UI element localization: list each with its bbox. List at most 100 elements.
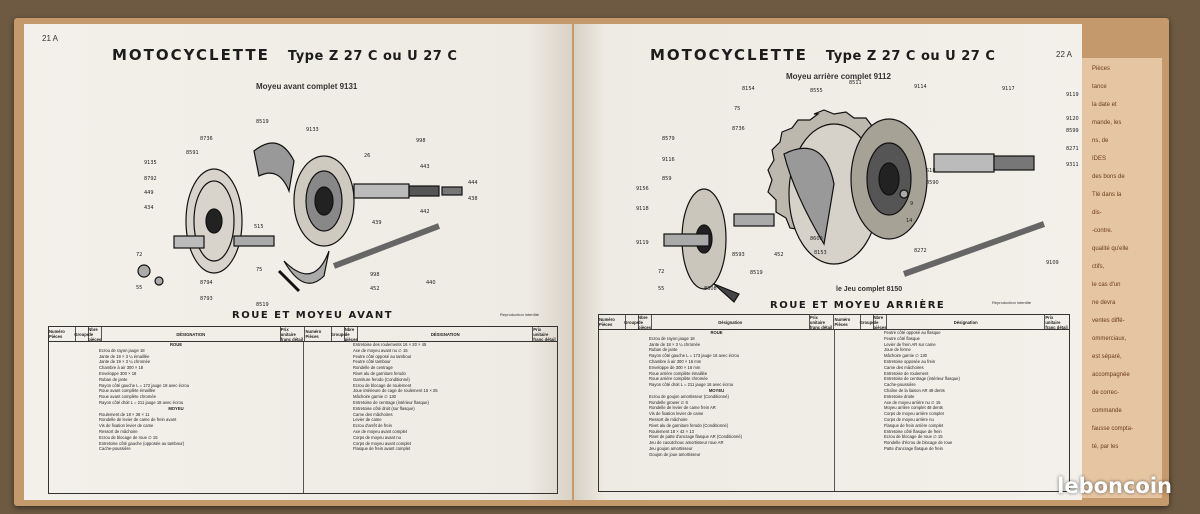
table-row: Roulement 18 × 42 × 13 — [649, 428, 694, 434]
part-label: 8519 — [256, 119, 269, 125]
table-row: Axe de moyeu avant nu ∅ 15 — [353, 347, 408, 353]
table-row: Mâchoire garnie ∅ 130 — [884, 353, 927, 359]
table-row: Chaîne de la liaison AR 48 dents — [884, 387, 945, 393]
leboncoin-watermark: leboncoin — [1057, 474, 1172, 498]
table-row: Ruban de jante — [649, 347, 678, 353]
part-label: 9109 — [1046, 260, 1059, 266]
table-row: Jante de 18 × 3 ¼ chromée — [649, 341, 701, 347]
part-label: 439 — [372, 220, 382, 226]
parts-table: Numéro Pièces Groupe Nbre de pièces DÉSI… — [48, 326, 558, 494]
column-header: Groupe — [860, 315, 875, 329]
table-row: Rondelle de levier de came de frein avan… — [99, 417, 177, 423]
table-row: MOYEU — [708, 387, 725, 393]
model-type: Type Z 27 C ou U 27 C — [287, 49, 458, 64]
part-label: 859 — [662, 176, 672, 182]
part-label: 443 — [420, 164, 430, 170]
table-row: Flasque de frein arrière complet — [884, 422, 944, 428]
part-label: 9119 — [636, 240, 649, 246]
table-row: Roue arrière complète émaillée — [649, 370, 708, 376]
table-row: Entretoise côté flasque de frein — [884, 428, 942, 434]
title-text: MOTOCYCLETTE — [650, 46, 808, 64]
part-label: 442 — [420, 209, 430, 215]
column-header: Nbre de pièces — [344, 326, 359, 342]
side-text-line: qualité qu'elle — [1092, 246, 1129, 252]
part-label: 75 — [734, 106, 741, 112]
column-header: Nbre de pièces — [88, 326, 102, 342]
table-row: Moyeu arrière complet 48 dents — [884, 405, 943, 411]
table-row: Axe de moyeu avant complet — [353, 428, 408, 434]
table-row: Jeu goujon amortisseur — [649, 445, 693, 451]
table-row: Rondelle d'écrou de blocage de roue — [884, 440, 953, 446]
table-row: ROUE — [710, 330, 723, 335]
part-label: 8519 — [750, 270, 763, 276]
side-text-line: accompagnée — [1092, 372, 1130, 378]
table-row: Feutre côté opposé au flasque — [884, 330, 941, 335]
part-label: 8511 — [849, 80, 862, 86]
table-row: Came des mâchoires — [884, 364, 924, 370]
part-label: 8153 — [814, 250, 827, 256]
table-header: Numéro Pièces Groupe Nbre de pièces DÉSI… — [49, 327, 557, 342]
side-text-line: -contre. — [1092, 228, 1113, 234]
table-row: Feutre côté tambour — [353, 359, 391, 365]
section-title: ROUE ET MOYEU AVANT — [232, 310, 394, 321]
column-header: Prix unitaire franc détail — [281, 327, 306, 342]
side-text-line: fausse compta- — [1092, 426, 1134, 432]
part-label: 9119 — [1066, 92, 1079, 98]
part-label: 9116 — [662, 157, 675, 163]
side-text-line: tance — [1092, 84, 1107, 90]
part-label: 9 — [910, 201, 914, 207]
complete-set-note: le Jeu complet 8150 — [836, 286, 903, 293]
table-row: Rayon côté droit L = 211 jauge 18 avec é… — [99, 399, 184, 405]
part-label: 9117 — [1002, 86, 1015, 92]
reproduction-notice: Reproduction interdite — [500, 312, 540, 317]
part-label: 9114 — [914, 84, 927, 90]
column-header: Prix unitaire franc détail — [810, 315, 835, 330]
table-row: Corps de moyeu avant complet — [353, 440, 411, 446]
table-row: Ressort de mâchoire — [649, 416, 688, 422]
part-label: 8519 — [256, 302, 269, 308]
column-header: Groupe — [74, 327, 89, 341]
table-row: Roue avant complète chromée — [99, 394, 157, 400]
part-label: 515 — [254, 224, 264, 230]
part-label: 518 — [926, 168, 936, 174]
table-row: MOYEU — [168, 405, 184, 411]
side-text-line: des bons de — [1092, 174, 1125, 180]
part-label: 9156 — [636, 186, 649, 192]
table-row: Rivet alu de garniture ferodo (Condition… — [649, 422, 729, 428]
table-row: Axe de moyeu arrière nu ∅ 15 — [884, 399, 941, 405]
table-row: Entretoise côté gauche (opposée au tambo… — [99, 440, 185, 446]
table-row: Entretoise des roulements 16 × 20 × 45 — [353, 342, 427, 347]
table-row: Goujon de joue amortisseur — [649, 451, 701, 457]
column-header: Numéro Pièces — [305, 327, 333, 341]
part-label: 452 — [370, 286, 380, 292]
table-row: Roulement de 18 × 38 × 11 — [99, 411, 150, 417]
side-text-line: ns, de — [1092, 138, 1109, 144]
side-text-line: ctifs, — [1092, 264, 1105, 270]
table-row: Levier de frein AR sur came — [884, 341, 936, 347]
part-label: 75 — [256, 267, 263, 273]
table-row: Joue de ferme — [884, 347, 911, 353]
section-title: ROUE ET MOYEU ARRIÈRE — [770, 300, 946, 311]
table-row: Cache-poussière — [99, 446, 131, 452]
table-row: Rondelle de levier de came frein AR — [649, 405, 716, 411]
table-row: Jante de 19 × 3 ¼ émaillée — [99, 353, 150, 359]
part-label: 72 — [136, 252, 143, 258]
part-label: 998 — [370, 272, 380, 278]
table-row: Levier de came — [353, 417, 382, 423]
table-row: Entretoise de centrage (intérieur flasqu… — [353, 399, 429, 405]
side-text-line: ne devra — [1092, 300, 1116, 306]
side-text-line: de correc- — [1092, 390, 1120, 396]
side-text-line: dis- — [1092, 210, 1102, 216]
drawing-subtitle: Moyeu avant complet 9131 — [256, 82, 358, 91]
page-number: 22 A — [1056, 50, 1073, 59]
table-row: Rivet de patte d'ancrage flasque AR (Con… — [649, 434, 742, 440]
table-row: Ecrou de rayon jauge 18 — [99, 347, 145, 353]
column-header: DÉSIGNATION — [358, 327, 534, 341]
column-header: Prix unitaire franc détail — [1045, 314, 1068, 330]
column-header: Nbre de pièces — [638, 314, 652, 330]
table-row: Flasque de frein avant complet — [353, 446, 411, 452]
